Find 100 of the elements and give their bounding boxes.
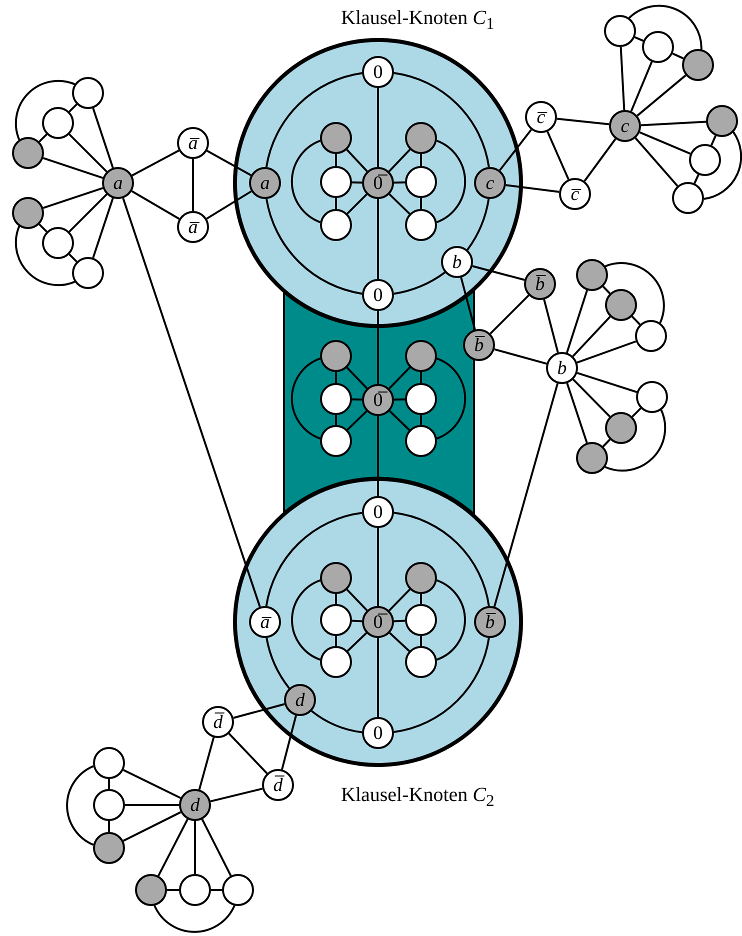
edge-line [377,638,379,717]
edge-arc [466,198,490,250]
edge-line [206,150,252,176]
graph-vertex: 0̅ [362,167,394,199]
graph-vertex [576,259,608,291]
edge-line [38,224,48,232]
edge-line [630,61,653,112]
graph-vertex [42,107,74,139]
graph-vertex [12,197,44,229]
edge-line [420,372,422,383]
edge-line [388,588,411,612]
graph-vertex [672,182,704,214]
edge-line [584,138,616,182]
edge-line [335,636,337,646]
edge-arc [436,579,466,661]
edge-line [158,818,188,876]
graph-vertex [605,412,637,444]
edge-arc [265,512,362,606]
edge-line [377,88,379,167]
graph-vertex [135,874,167,906]
edge-line [108,821,110,832]
graph-vertex [405,604,437,636]
edge-line [335,372,337,383]
graph-vertex [635,320,667,352]
edge-line [92,108,114,168]
graph-vertex: 0 [362,279,394,311]
edge-arc [628,4,702,50]
edge-line [576,340,636,364]
edge-line [68,104,78,112]
edge-line [602,286,611,294]
edge-arc [290,140,321,224]
edge-line [460,277,476,330]
edge-line [494,348,547,365]
edge-line [506,184,560,193]
edge-arc [604,410,666,472]
graph-vertex: 0 [362,496,394,528]
edge-line [634,137,678,187]
graph-vertex [604,15,636,47]
graph-vertex [405,562,437,594]
edge-arc [66,765,94,846]
edge-arc [394,638,490,733]
graph-vertex [72,77,104,109]
edge-line [346,632,368,652]
graph-vertex [320,122,352,154]
edge-line [389,632,410,652]
graph-vertex: c [609,110,641,142]
graph-vertex: a̅ [249,606,281,638]
graph-vertex: b [441,246,473,278]
edge-line [388,193,410,215]
edge-line [377,199,379,279]
graph-vertex: b̅ [524,268,556,300]
edge-line [132,150,180,176]
edge-line [346,410,368,431]
graph-vertex: d [179,789,211,821]
edge-line [634,36,644,42]
edge-line [636,74,686,116]
graph-vertex [12,137,44,169]
edge-line [228,732,268,774]
graph-vertex: 0̅ [362,606,394,638]
edge-line [420,415,422,425]
graph-vertex [405,646,437,678]
graph-vertex [405,122,437,154]
graph-vertex: d̅ [262,769,294,801]
graph-vertex: 0 [362,56,394,88]
graph-vertex [642,31,674,63]
edge-line [394,620,406,622]
graph-vertex [320,166,352,198]
edge-line [346,588,368,612]
edge-line [42,187,104,209]
edge-line [420,154,422,166]
edge-line [92,198,114,258]
edge-arc [394,272,446,295]
edge-arc [266,638,290,689]
edge-line [493,383,559,607]
edge-line [394,398,406,401]
edge-line [566,290,588,354]
graph-vertex [405,166,437,198]
edge-line [710,135,717,146]
graph-vertex [320,604,352,636]
edge-line [206,190,252,220]
edge-line [346,194,368,214]
edge-arc [291,579,321,661]
clause-heading: Klausel-Knoten C$_{1}$ [341,7,494,34]
edge-line [377,311,379,384]
clause-heading: Klausel-Knoten C$_{2}$ [341,784,494,811]
edge-line [572,378,611,418]
edge-line [122,811,182,842]
edge-line [346,366,368,390]
graph-vertex [320,562,352,594]
edge-arc [436,140,466,224]
edge-line [38,134,48,142]
edge-line [198,737,215,790]
edge-line [201,818,232,876]
graph-vertex [93,747,125,779]
edge-line [556,118,610,126]
edge-line [377,528,379,606]
edge-line [420,594,422,604]
edge-line [394,181,406,184]
graph-vertex [576,442,608,474]
graph-vertex [320,646,352,678]
